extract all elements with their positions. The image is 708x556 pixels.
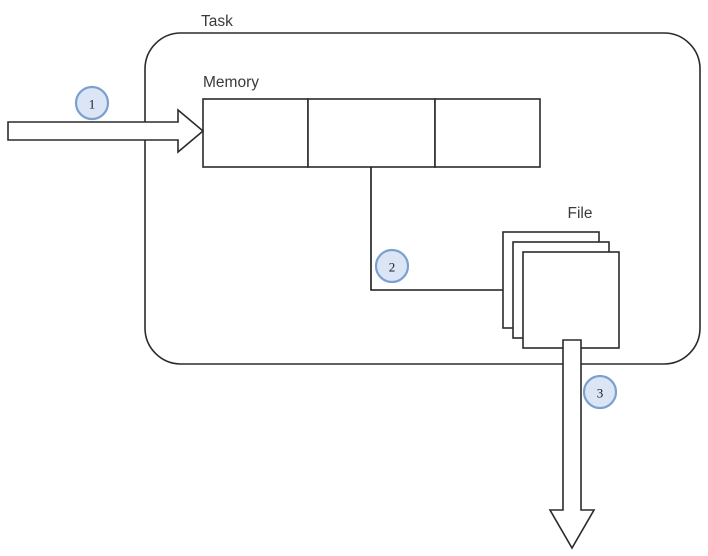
step-badge-3[interactable]: 3 <box>582 374 618 410</box>
file-sheet-front[interactable] <box>522 251 620 349</box>
memory-to-file-connector-line <box>370 167 511 291</box>
step-badge-1-circle <box>74 85 110 121</box>
step-badge-1-label: 1 <box>89 97 96 112</box>
input-block-arrow[interactable] <box>7 108 205 154</box>
step-badge-2-label: 2 <box>389 260 396 275</box>
memory-table[interactable] <box>202 98 541 168</box>
step-badge-2[interactable]: 2 <box>374 248 410 284</box>
task-label: Task <box>201 13 233 30</box>
memory-cell-1[interactable] <box>202 98 309 168</box>
file-label: File <box>568 205 593 222</box>
memory-cell-2[interactable] <box>307 98 436 168</box>
step-badge-3-label: 3 <box>597 386 604 401</box>
memory-cell-3[interactable] <box>434 98 541 168</box>
step-badge-3-circle <box>582 374 618 410</box>
step-badge-1[interactable]: 1 <box>74 85 110 121</box>
task-boundary[interactable] <box>144 32 701 365</box>
memory-label: Memory <box>203 74 259 91</box>
file-stack[interactable] <box>502 231 620 349</box>
output-block-arrow[interactable] <box>548 339 596 550</box>
step-badge-2-circle <box>374 248 410 284</box>
